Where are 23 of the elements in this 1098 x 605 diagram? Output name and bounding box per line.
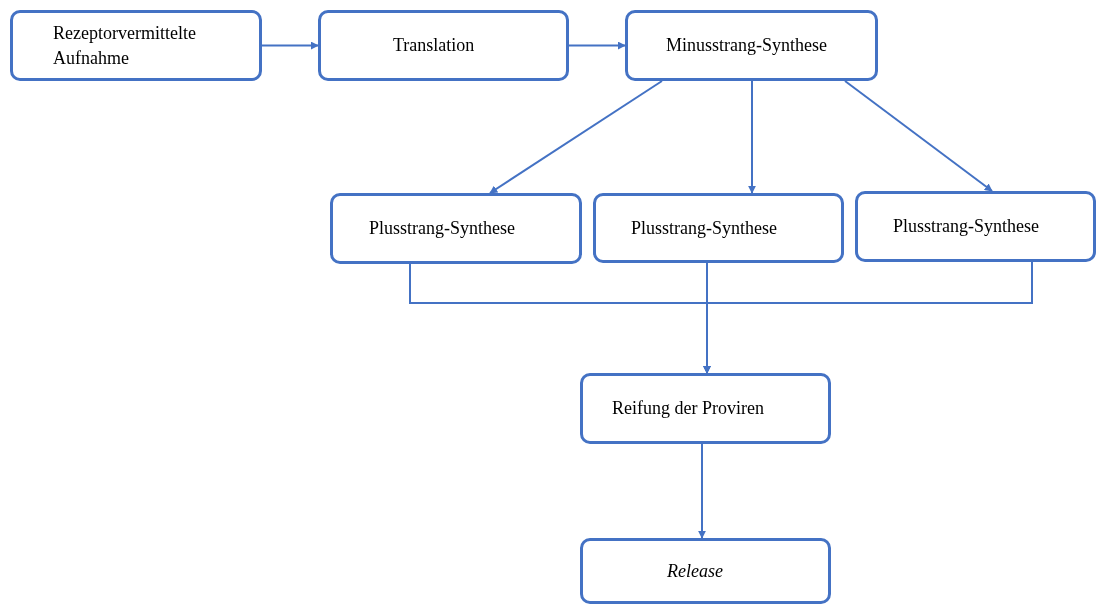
process-box (580, 538, 831, 604)
process-box (855, 191, 1096, 262)
arrow (698, 443, 706, 539)
process-box (10, 10, 262, 81)
process-box (580, 373, 831, 444)
arrow (261, 41, 319, 50)
step-label: Plusstrang-Synthese (369, 217, 515, 241)
process-box (318, 10, 569, 81)
process-box (625, 10, 878, 81)
arrow (489, 80, 663, 194)
arrow (703, 261, 1033, 374)
step-label: Minusstrang-Synthese (666, 34, 827, 58)
step-label: Reifung der Proviren (612, 397, 764, 421)
arrow (844, 80, 993, 192)
process-box (330, 193, 582, 264)
step-label: Plusstrang-Synthese (893, 215, 1039, 239)
arrow (748, 80, 756, 194)
step-label: Release (667, 559, 723, 583)
arrow (568, 41, 626, 50)
process-box (593, 193, 844, 263)
step-label: Rezeptorvermittelte Aufnahme (53, 22, 197, 70)
step-label: Plusstrang-Synthese (631, 216, 777, 240)
step-label: Translation (393, 34, 475, 58)
